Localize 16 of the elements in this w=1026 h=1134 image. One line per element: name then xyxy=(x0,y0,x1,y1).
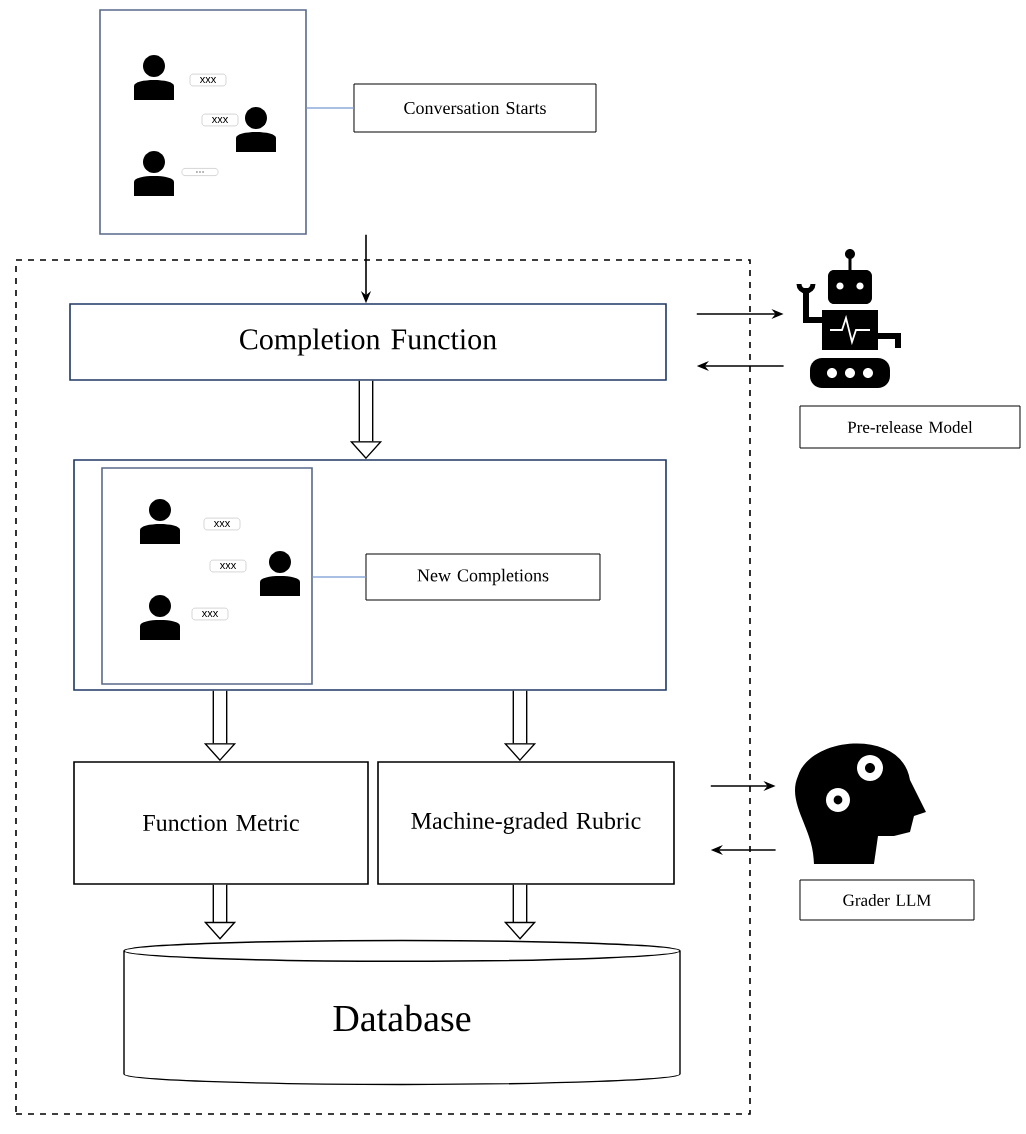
leader-line xyxy=(312,576,367,578)
system-boundary xyxy=(15,259,751,1115)
process-box: Function Metric xyxy=(73,761,369,885)
head-gears-icon xyxy=(795,743,926,864)
chat-panel xyxy=(99,9,307,235)
label-box: Conversation Starts xyxy=(353,83,597,133)
robot-icon xyxy=(796,249,901,388)
process-box: Completion Function xyxy=(69,303,667,381)
label-box: New Completions xyxy=(365,553,601,601)
label-box: Pre-release Model xyxy=(799,405,1021,449)
process-box xyxy=(73,459,667,691)
label-box: Grader LLM xyxy=(799,879,975,921)
chat-panel xyxy=(101,467,313,685)
database-cylinder: Database xyxy=(123,939,681,1086)
leader-line xyxy=(306,107,355,109)
process-box: Machine-graded Rubric xyxy=(377,761,675,885)
